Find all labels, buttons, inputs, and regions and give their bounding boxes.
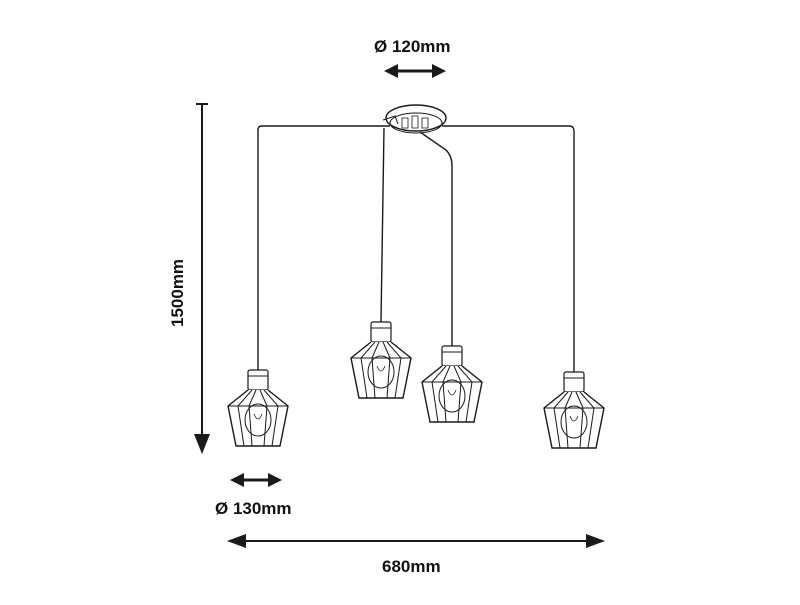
total-width-label: 680mm	[382, 557, 441, 576]
cable-1	[258, 126, 390, 370]
total-height-arrow	[194, 104, 210, 454]
shade-width-arrow	[230, 473, 282, 487]
cable-4	[442, 126, 574, 372]
pendant-shade-3	[421, 345, 483, 423]
shade-diameter-label: Ø 130mm	[215, 499, 292, 518]
total-height-label: 1500mm	[168, 258, 187, 327]
ceiling-canopy	[383, 105, 446, 133]
total-width-arrow	[227, 534, 605, 548]
cable-2	[381, 128, 384, 322]
pendant-shade-2	[350, 321, 412, 399]
suspension-cables	[258, 126, 574, 372]
pendant-shade-4	[543, 371, 605, 449]
canopy-diameter-label: Ø 120mm	[374, 37, 451, 56]
canopy-width-arrow	[384, 64, 446, 78]
pendant-shade-1	[227, 369, 289, 447]
cable-3	[420, 132, 452, 346]
